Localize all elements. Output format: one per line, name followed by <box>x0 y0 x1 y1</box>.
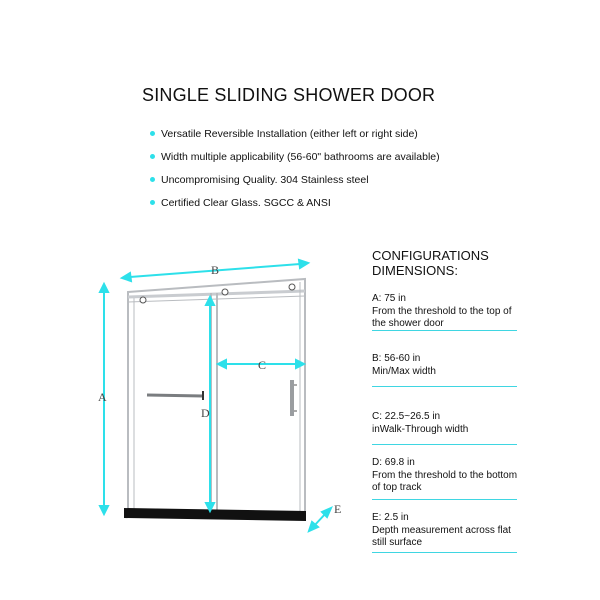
label-d: D <box>201 406 210 420</box>
spec-line: From the threshold to the bottom <box>372 469 518 481</box>
roller-icons <box>139 283 296 304</box>
spec-line: E: 2.5 in <box>372 512 409 523</box>
feature-text: Width multiple applicability (56-60" bat… <box>161 151 440 163</box>
spec-divider <box>372 499 517 500</box>
door-handle <box>290 380 297 416</box>
spec-line: of top track <box>372 482 422 493</box>
threshold <box>124 508 306 521</box>
spec-line: still surface <box>372 537 423 548</box>
feature-item: Width multiple applicability (56-60" bat… <box>150 151 440 163</box>
product-title: SINGLE SLIDING SHOWER DOOR <box>142 85 436 105</box>
spec-line: inWalk-Through width <box>372 423 469 435</box>
feature-item: Certified Clear Glass. SGCC & ANSI <box>150 197 331 209</box>
spec-c: C: 22.5~26.5 in inWalk-Through width <box>372 411 520 445</box>
dimension-b-line <box>129 263 301 278</box>
spec-line: Min/Max width <box>372 365 436 377</box>
bullet-dot-icon <box>150 153 155 159</box>
bullet-dot-icon <box>150 176 155 182</box>
spec-divider <box>372 444 517 445</box>
spec-line: B: 56-60 in <box>372 353 421 364</box>
feature-text: Uncompromising Quality. 304 Stainless st… <box>161 174 369 186</box>
towel-bar <box>146 391 204 400</box>
spec-e: E: 2.5 in Depth measurement across flat … <box>372 512 520 553</box>
spec-line: C: 22.5~26.5 in <box>372 411 441 422</box>
spec-line: D: 69.8 in <box>372 457 415 468</box>
feature-text: Certified Clear Glass. SGCC & ANSI <box>161 197 331 209</box>
spec-line: the shower door <box>372 318 444 329</box>
label-a: A <box>98 390 107 404</box>
spec-divider <box>372 552 517 553</box>
spec-divider <box>372 330 517 331</box>
config-title-line2: DIMENSIONS: <box>372 263 458 278</box>
bullet-dot-icon <box>150 130 155 136</box>
label-c: C <box>258 358 266 372</box>
feature-item: Versatile Reversible Installation (eithe… <box>150 128 418 140</box>
configurations-heading: CONFIGURATIONS DIMENSIONS: <box>372 248 489 278</box>
spec-line: From the threshold to the top of <box>372 305 512 317</box>
spec-divider <box>372 386 517 387</box>
bullet-dot-icon <box>150 199 155 205</box>
feature-text: Versatile Reversible Installation (eithe… <box>161 128 418 140</box>
spec-b: B: 56-60 in Min/Max width <box>372 353 520 387</box>
spec-d: D: 69.8 in From the threshold to the bot… <box>372 457 520 500</box>
spec-line: Depth measurement across flat <box>372 524 511 536</box>
spec-a: A: 75 in From the threshold to the top o… <box>372 293 520 331</box>
config-title-line1: CONFIGURATIONS <box>372 248 489 263</box>
label-b: B <box>211 263 219 277</box>
spec-line: A: 75 in <box>372 293 406 304</box>
label-e: E <box>334 502 341 516</box>
feature-item: Uncompromising Quality. 304 Stainless st… <box>150 174 369 186</box>
